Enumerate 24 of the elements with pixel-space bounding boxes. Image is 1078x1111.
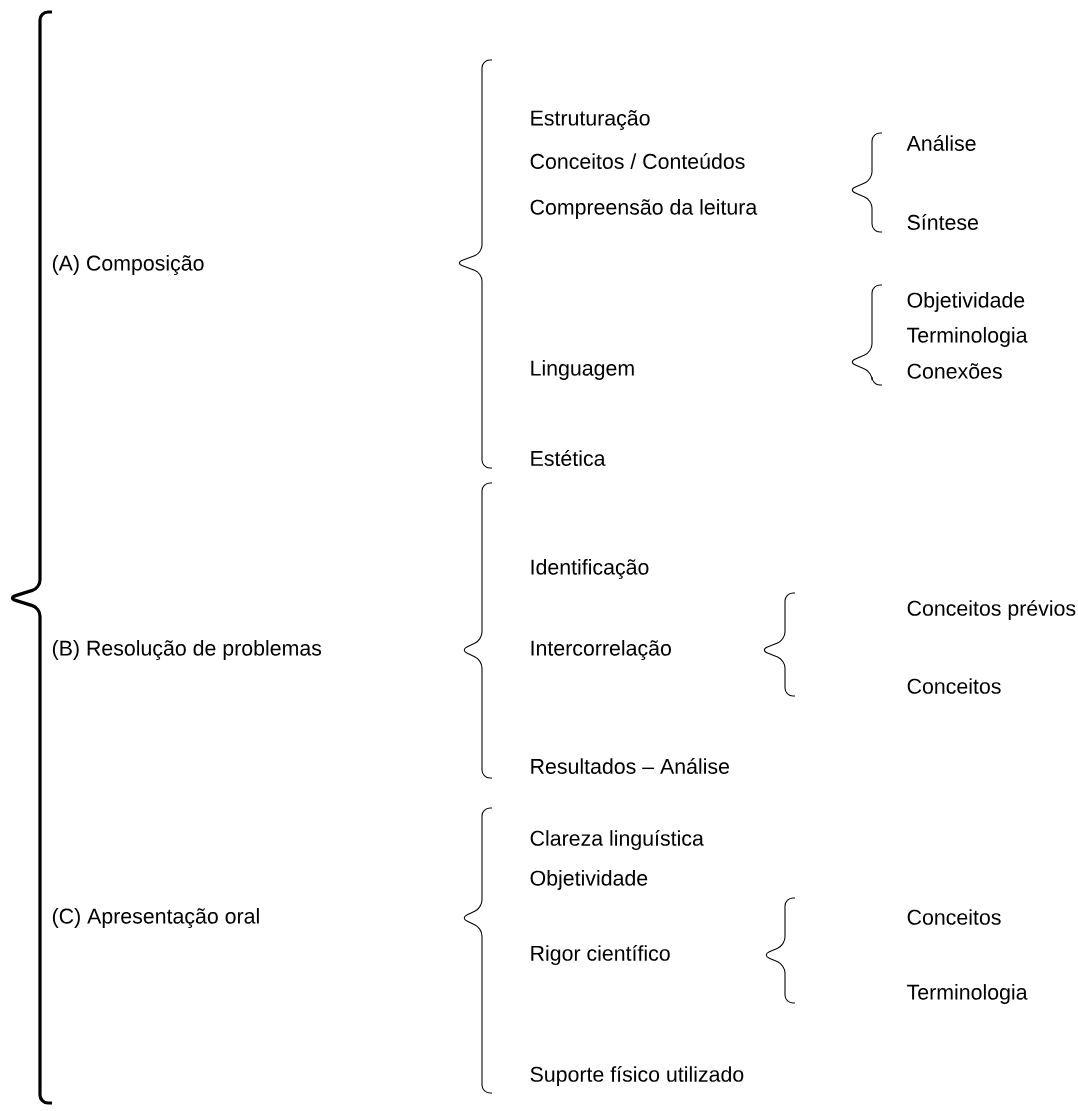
list-item: Linguagem bbox=[531, 360, 634, 380]
list-item: Resultados – Análise bbox=[531, 758, 729, 774]
list-item: Rigor científico bbox=[531, 944, 670, 966]
list-item: Síntese bbox=[907, 214, 978, 230]
list-item: Intercorrelação bbox=[531, 640, 671, 660]
list-item: Conexões bbox=[907, 363, 1002, 379]
list-item: Estruturação bbox=[531, 110, 650, 130]
list-item: Clareza linguística bbox=[530, 829, 704, 851]
list-item: Objetividade bbox=[530, 870, 648, 890]
list-item: Compreensão da leitura bbox=[530, 199, 758, 219]
list-item: Suporte físico utilizado bbox=[530, 1065, 744, 1087]
list-item: Objetividade bbox=[907, 292, 1025, 312]
list-item: Conceitos bbox=[907, 678, 1001, 694]
category-label: (A) Composição bbox=[52, 255, 204, 275]
category-label: (B) Resolução de problemas bbox=[52, 640, 322, 660]
list-item: Conceitos / Conteúdos bbox=[530, 153, 745, 169]
list-item: Estética bbox=[531, 450, 606, 466]
category-label: (C) Apresentação oral bbox=[52, 908, 259, 928]
list-item: Identificação bbox=[531, 559, 649, 579]
list-item: Terminologia bbox=[907, 984, 1028, 1004]
list-item: Terminologia bbox=[907, 327, 1028, 347]
list-item: Análise bbox=[906, 135, 976, 151]
list-item: Conceitos prévios bbox=[907, 599, 1076, 621]
list-item: Conceitos bbox=[907, 909, 1001, 925]
